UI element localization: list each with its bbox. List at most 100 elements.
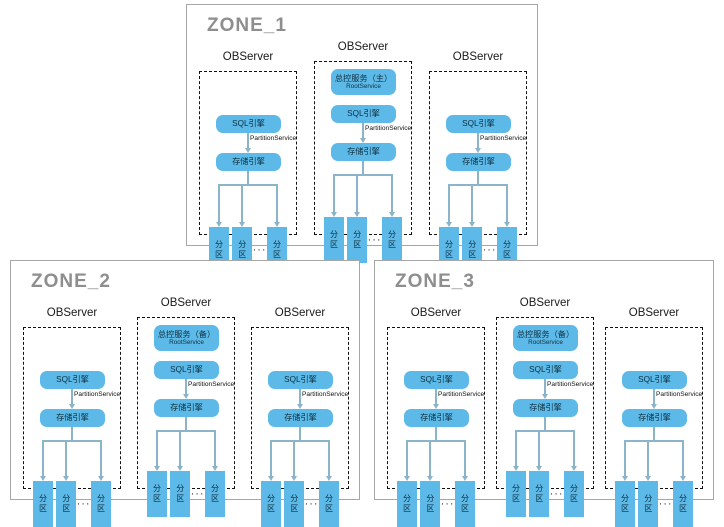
sql-to-storage-line — [362, 123, 364, 138]
storage-engine-node[interactable]: 存储引擎 — [446, 153, 511, 171]
storage-engine-node[interactable]: 存储引擎 — [622, 409, 687, 427]
sql-engine-node[interactable]: SQL引擎 — [216, 115, 281, 133]
storage-engine-node[interactable]: 存储引擎 — [404, 409, 469, 427]
partition-box[interactable]: 分区 — [170, 471, 191, 517]
partition-box[interactable]: 分区 — [205, 471, 225, 517]
partition-service-label: PartitionService — [547, 381, 594, 388]
sql-engine-node[interactable]: SQL引擎 — [154, 361, 219, 379]
zone-title: ZONE_1 — [207, 15, 287, 36]
partition-box[interactable]: 分区 — [261, 481, 281, 527]
sql-engine-node[interactable]: SQL引擎 — [446, 115, 511, 133]
partition-drop-arrow — [388, 212, 395, 217]
observer-label: OBServer — [519, 297, 571, 309]
partition-drop-line — [356, 174, 358, 212]
partition-ellipsis: ··· — [482, 244, 497, 256]
storage-trunk-line — [477, 171, 479, 184]
partition-box[interactable]: 分区 — [382, 217, 402, 263]
rootservice-node[interactable]: 总控服务（主）RootService — [331, 69, 396, 95]
partition-drop-arrow — [273, 222, 280, 227]
partition-box[interactable]: 分区 — [638, 481, 659, 527]
partition-drop-arrow — [621, 476, 628, 481]
partition-box[interactable]: 分区 — [56, 481, 77, 527]
partition-box[interactable]: 分区 — [397, 481, 417, 527]
partition-box[interactable]: 分区 — [420, 481, 441, 527]
partition-drop-line — [293, 440, 295, 476]
partition-box[interactable]: 分区 — [319, 481, 339, 527]
sql-engine-label: SQL引擎 — [170, 365, 203, 375]
sql-engine-node[interactable]: SQL引擎 — [513, 361, 578, 379]
partition-label-line2: 区 — [503, 250, 511, 259]
partition-bus-line — [219, 184, 277, 186]
partition-box[interactable]: 分区 — [615, 481, 635, 527]
partition-label-line1: 分 — [238, 240, 247, 249]
partition-box[interactable]: 分区 — [506, 471, 526, 517]
storage-engine-node[interactable]: 存储引擎 — [216, 153, 281, 171]
sql-to-storage-arrow — [296, 404, 303, 409]
partition-box[interactable]: 分区 — [529, 471, 550, 517]
partition-drop-line — [429, 440, 431, 476]
partition-label-line2: 区 — [570, 494, 578, 503]
partition-bus-line — [43, 440, 101, 442]
sql-to-storage-arrow — [432, 404, 439, 409]
partition-drop-line — [682, 440, 684, 476]
rootservice-node[interactable]: 总控服务（备）RootService — [154, 325, 219, 351]
observer-label: OBServer — [46, 307, 98, 319]
storage-trunk-line — [71, 427, 73, 440]
partition-drop-line — [214, 430, 216, 466]
partition-box[interactable]: 分区 — [347, 217, 368, 263]
partition-box[interactable]: 分区 — [564, 471, 584, 517]
sql-to-storage-line — [435, 389, 437, 404]
storage-trunk-line — [185, 417, 187, 430]
partition-box[interactable]: 分区 — [455, 481, 475, 527]
storage-engine-node[interactable]: 存储引擎 — [513, 399, 578, 417]
storage-engine-node[interactable]: 存储引擎 — [268, 409, 333, 427]
observer-label: OBServer — [337, 41, 389, 53]
partition-drop-arrow — [325, 476, 332, 481]
partition-drop-line — [100, 440, 102, 476]
sql-to-storage-line — [185, 379, 187, 394]
sql-engine-node[interactable]: SQL引擎 — [331, 105, 396, 123]
partition-box[interactable]: 分区 — [33, 481, 53, 527]
storage-engine-label: 存储引擎 — [420, 413, 453, 423]
sql-engine-node[interactable]: SQL引擎 — [404, 371, 469, 389]
sql-engine-node[interactable]: SQL引擎 — [40, 371, 105, 389]
partition-box[interactable]: 分区 — [91, 481, 111, 527]
partition-drop-arrow — [290, 476, 297, 481]
storage-engine-label: 存储引擎 — [462, 157, 495, 167]
partition-box[interactable]: 分区 — [673, 481, 693, 527]
partition-label-line2: 区 — [353, 240, 362, 249]
storage-engine-node[interactable]: 存储引擎 — [154, 399, 219, 417]
partition-label-line1: 分 — [267, 494, 275, 503]
partition-drop-arrow — [570, 466, 577, 471]
sql-to-storage-line — [477, 133, 479, 148]
partition-drop-arrow — [330, 212, 337, 217]
partition-label-line1: 分 — [211, 484, 219, 493]
rootservice-node[interactable]: 总控服务（备）RootService — [513, 325, 578, 351]
sql-engine-label: SQL引擎 — [56, 375, 89, 385]
storage-engine-node[interactable]: 存储引擎 — [40, 409, 105, 427]
sql-engine-node[interactable]: SQL引擎 — [622, 371, 687, 389]
rootservice-label-cn: 总控服务（备） — [157, 329, 216, 339]
partition-drop-arrow — [445, 222, 452, 227]
partition-box[interactable]: 分区 — [324, 217, 344, 263]
partition-box[interactable]: 分区 — [284, 481, 305, 527]
partition-service-label: PartitionService — [438, 391, 485, 398]
partition-label-line1: 分 — [535, 484, 544, 493]
partition-box[interactable]: 分区 — [147, 471, 167, 517]
partition-bus-line — [271, 440, 329, 442]
rootservice-label-cn: 总控服务（主） — [334, 73, 393, 83]
partition-label-line2: 区 — [330, 240, 338, 249]
sql-engine-label: SQL引擎 — [232, 119, 265, 129]
storage-engine-label: 存储引擎 — [284, 413, 317, 423]
partition-service-label: PartitionService — [480, 135, 527, 142]
sql-to-storage-arrow — [68, 404, 75, 409]
sql-engine-node[interactable]: SQL引擎 — [268, 371, 333, 389]
partition-service-label: PartitionService — [302, 391, 349, 398]
storage-engine-node[interactable]: 存储引擎 — [331, 143, 396, 161]
